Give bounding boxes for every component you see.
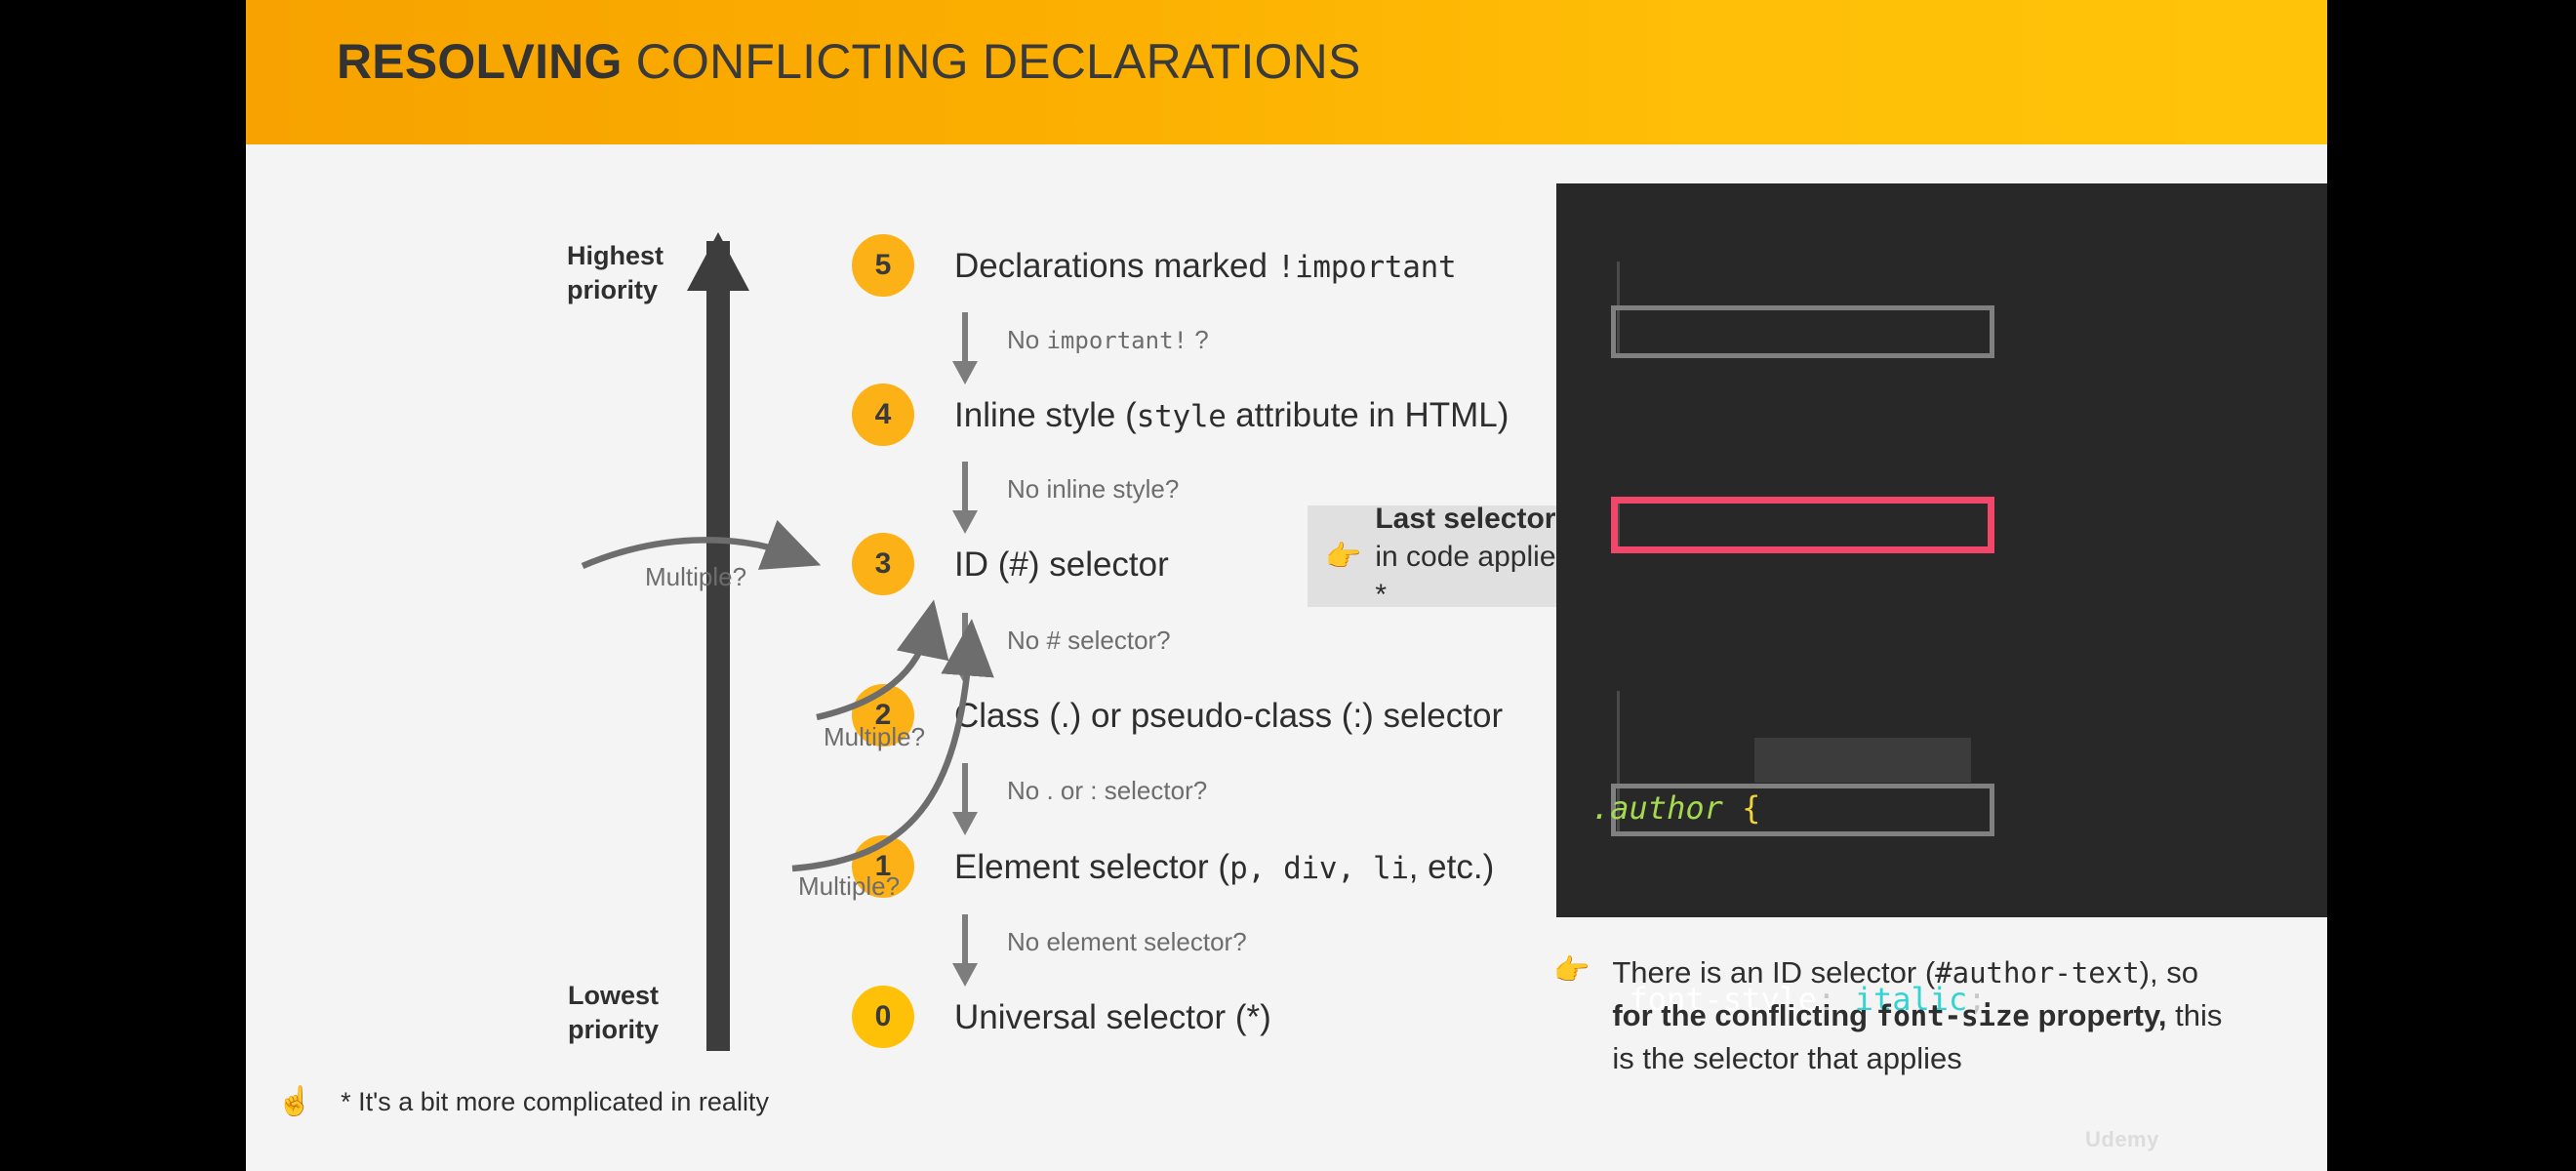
row4-text-post: attribute in HTML) [1226,395,1509,434]
priority-badge-5: 5 [852,234,914,297]
callout-bold: Last selector [1375,502,1556,535]
highest-priority-line2: priority [567,274,659,304]
page-title: RESOLVING CONFLICTING DECLARATIONS [337,33,1361,90]
ladder-row-1-label: Element selector (p, div, li, etc.) [954,850,1494,884]
explain-bold-mono: font-size [1875,999,2030,1033]
explain-bold2: property, [2029,998,2167,1033]
priority-badge-3: 3 [852,533,914,595]
t4-pre: No . or : selector? [1007,776,1208,805]
row3-text-pre: ID (#) selector [954,545,1169,584]
last-selector-callout: 👉 Last selector in code applies * [1308,503,1590,611]
indent-guide-3 [1617,691,1620,834]
ladder-row-3: 3 ID (#) selector [852,533,1169,595]
highlight-soft-color-value [1754,738,1971,783]
prop-font-style: font-style [1629,981,1818,1018]
t1-mono: important! [1046,327,1187,354]
t3-pre: No # selector? [1007,626,1171,655]
ladder-row-5: 5 Declarations marked !important [852,234,1457,297]
transition-caption-3: No # selector? [1007,626,1171,656]
lowest-priority-line1: Lowest [568,981,660,1010]
code-panel: .author { font-style: italic; font-size:… [1556,183,2327,1018]
row4-text-pre: Inline style ( [954,395,1137,434]
transition-caption-1: No important! ? [1007,325,1209,355]
multiple-label-2: Multiple? [824,722,926,751]
pointing-hand-icon: 👉 [1325,540,1362,573]
ladder-row-3-label: ID (#) selector [954,547,1169,582]
priority-arrow-shaft [706,241,730,1051]
code-line-1: .author { [1591,785,2327,832]
ladder-row-0: 0 Universal selector (*) [852,986,1271,1048]
priority-badge-0: 0 [852,986,914,1048]
highlight-box-author-font-size [1611,305,1994,358]
row5-text-pre: Declarations marked [954,246,1277,285]
pointing-hand-icon-2: 👉 [1553,954,1590,987]
ladder-row-4: 4 Inline style (style attribute in HTML) [852,384,1509,446]
code-line-2: font-style: italic; [1591,976,2327,1024]
ladder-row-2-label: Class (.) or pseudo-class (:) selector [954,699,1503,733]
row1-text-mono: p, div, li [1229,850,1409,886]
priority-badge-4: 4 [852,384,914,446]
explain-part2: ), so [2139,955,2198,989]
udemy-watermark: Udemy [2085,1127,2159,1151]
explanation-text: There is an ID selector (#author-text), … [1612,951,2236,1080]
row1-text-pre: Element selector ( [954,847,1230,886]
indent-guide-2 [1617,501,1620,549]
ladder-row-5-label: Declarations marked !important [954,246,1457,285]
row2-text-pre: Class (.) or pseudo-class (:) selector [954,696,1504,735]
callout-text: Last selector in code applies * [1375,500,1575,614]
transition-caption-5: No element selector? [1007,927,1247,957]
punc-colon-1: : [1817,981,1855,1018]
lowest-priority-label: Lowest priority [568,979,659,1046]
explain-mono1: #author-text [1935,956,2140,989]
explain-part3: this is the selector that applies [1612,998,2223,1076]
multiple-label-1: Multiple? [645,562,747,591]
brace-open-1: { [1742,789,1761,827]
highest-priority-line1: Highest [567,241,664,270]
t5-pre: No element selector? [1007,927,1247,956]
value-italic: italic [1854,981,1968,1018]
slide-header: RESOLVING CONFLICTING DECLARATIONS [246,0,2327,144]
footnote: ☝ * It's a bit more complicated in reali… [277,1085,769,1118]
callout-rest: in code applies * [1375,540,1571,611]
page-title-rest: CONFLICTING DECLARATIONS [622,34,1361,89]
slide: RESOLVING CONFLICTING DECLARATIONS Highe… [246,0,2327,1171]
highlight-box-id-font-size [1611,497,1994,553]
row0-text-pre: Universal selector (*) [954,997,1271,1036]
page-title-bold: RESOLVING [337,34,623,89]
row1-text-post: , etc.) [1408,847,1495,886]
explanation-block: 👉 There is an ID selector (#author-text)… [1553,951,2236,1080]
ladder-row-1: 1 Element selector (p, div, li, etc.) [852,835,1494,898]
selector-author: .author [1591,789,1723,827]
t1-pre: No [1007,325,1047,354]
explain-bold1: for the conflicting [1612,998,1876,1033]
code-line-3: font-size: 18px; [1591,1167,2327,1171]
highlight-box-li-font-size [1611,784,1994,836]
punc-semi-1: ; [1967,981,1987,1018]
row5-text-mono: !important [1276,249,1457,285]
row4-text-mono: style [1136,398,1227,434]
ladder-row-2: 2 Class (.) or pseudo-class (:) selector [852,684,1503,747]
t2-pre: No inline style? [1007,474,1180,504]
lowest-priority-line2: priority [568,1014,660,1044]
explain-part1: There is an ID selector ( [1612,955,1936,989]
highest-priority-label: Highest priority [567,239,664,306]
transition-caption-2: No inline style? [1007,474,1179,505]
multiple-label-3: Multiple? [798,871,901,901]
transition-caption-4: No . or : selector? [1007,776,1207,806]
t1-post: ? [1187,325,1209,354]
code-block: .author { font-style: italic; font-size:… [1591,211,2327,1171]
ladder-row-4-label: Inline style (style attribute in HTML) [954,398,1509,432]
footnote-text: * It's a bit more complicated in reality [341,1086,769,1116]
ladder-row-0-label: Universal selector (*) [954,1000,1271,1034]
index-up-icon: ☝ [277,1086,313,1117]
